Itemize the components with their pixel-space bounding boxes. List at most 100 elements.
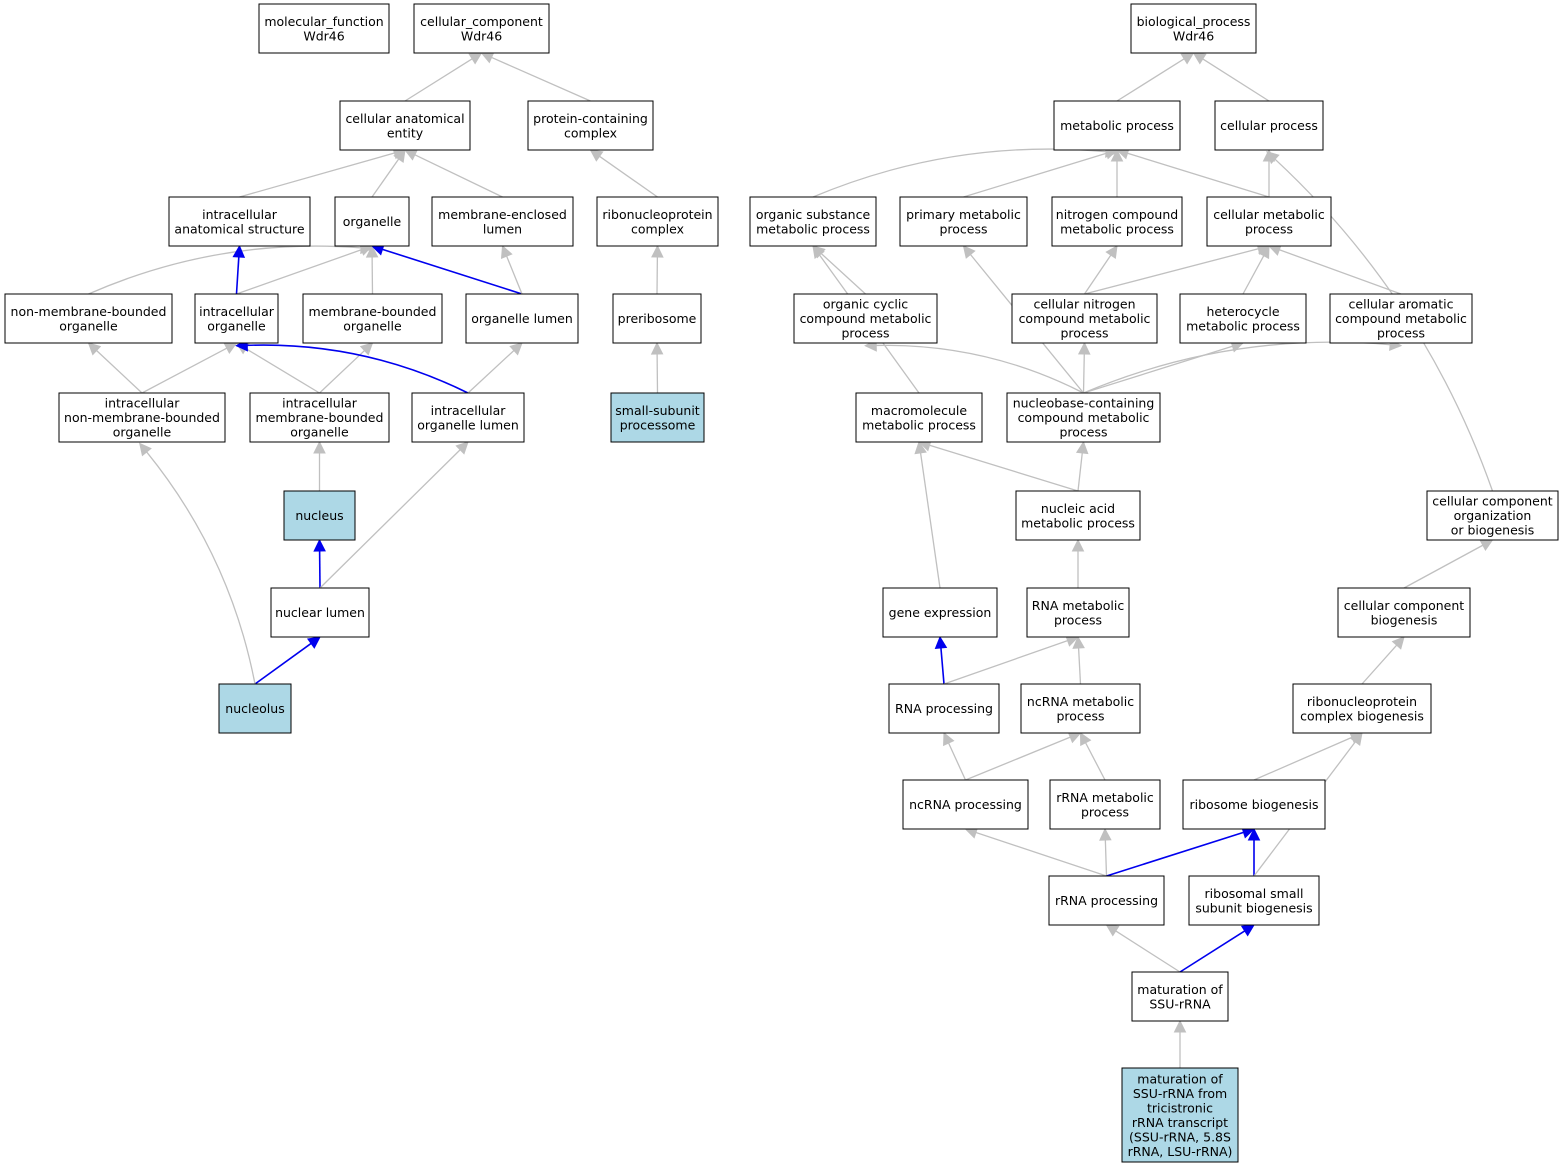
node-box[interactable] (339, 100, 471, 151)
node-box[interactable] (855, 392, 983, 443)
node-box[interactable] (749, 196, 877, 247)
node-box[interactable] (902, 779, 1029, 830)
node-org[interactable]: organelle (334, 196, 410, 247)
node-mp[interactable]: metabolic process (1053, 100, 1181, 151)
node-box[interactable] (413, 3, 550, 54)
node-box[interactable] (334, 196, 410, 247)
node-box[interactable] (283, 490, 356, 541)
node-box[interactable] (194, 293, 279, 344)
node-box[interactable] (888, 683, 1000, 734)
node-box[interactable] (1049, 779, 1161, 830)
node-box[interactable] (168, 196, 311, 247)
node-ncrnap[interactable]: ncRNA processing (902, 779, 1029, 830)
node-box[interactable] (465, 293, 579, 344)
node-box[interactable] (270, 587, 370, 638)
node-nucleus[interactable]: nucleus (283, 490, 356, 541)
node-box[interactable] (1015, 490, 1141, 541)
node-rrnap[interactable]: rRNA processing (1048, 875, 1165, 926)
edge-arrowhead (313, 538, 326, 552)
node-cp[interactable]: cellular process (1214, 100, 1324, 151)
node-box[interactable] (1188, 875, 1320, 926)
node-box[interactable] (1130, 3, 1257, 54)
node-box[interactable] (596, 196, 719, 247)
node-box[interactable] (302, 293, 443, 344)
node-box[interactable] (1020, 683, 1141, 734)
node-box[interactable] (527, 100, 654, 151)
node-box[interactable] (1053, 100, 1181, 151)
node-preribo[interactable]: preribosome (612, 293, 702, 344)
node-nucleolus[interactable]: nucleolus (218, 683, 292, 734)
node-label-line: cellular aromatic (1349, 297, 1454, 312)
node-box[interactable] (1426, 490, 1559, 541)
node-box[interactable] (1011, 293, 1158, 344)
node-ge[interactable]: gene expression (882, 587, 998, 638)
node-box[interactable] (612, 293, 702, 344)
node-box[interactable] (431, 196, 574, 247)
node-box[interactable] (793, 293, 938, 344)
node-box[interactable] (4, 293, 173, 344)
node-box[interactable] (610, 392, 705, 443)
edge-cncmp__ncmp (1083, 245, 1118, 295)
node-box[interactable] (1026, 587, 1130, 638)
node-box[interactable] (1206, 196, 1332, 247)
node-box[interactable] (58, 392, 226, 443)
node-ol[interactable]: organelle lumen (465, 293, 579, 344)
node-rnap[interactable]: RNA processing (888, 683, 1000, 734)
node-box[interactable] (1329, 293, 1473, 344)
node-box[interactable] (249, 392, 390, 443)
node-box[interactable] (258, 3, 390, 54)
node-box[interactable] (1048, 875, 1165, 926)
node-box[interactable] (1121, 1067, 1239, 1163)
edge-arrowhead (589, 149, 604, 162)
node-inmbo[interactable]: intracellularnon-membrane-boundedorganel… (58, 392, 226, 443)
node-box[interactable] (218, 683, 292, 734)
node-box[interactable] (1006, 392, 1161, 443)
node-box[interactable] (1337, 587, 1471, 638)
node-rb[interactable]: ribosome biogenesis (1182, 779, 1326, 830)
node-box[interactable] (882, 587, 998, 638)
node-nl[interactable]: nuclear lumen (270, 587, 370, 638)
node-box[interactable] (1214, 100, 1324, 151)
node-box[interactable] (411, 392, 525, 443)
node-box[interactable] (1179, 293, 1307, 344)
node-box[interactable] (1292, 683, 1432, 734)
node-box[interactable] (1131, 971, 1229, 1022)
node-box[interactable] (1051, 196, 1183, 247)
node-box[interactable] (1182, 779, 1326, 830)
node-box[interactable] (899, 196, 1028, 247)
